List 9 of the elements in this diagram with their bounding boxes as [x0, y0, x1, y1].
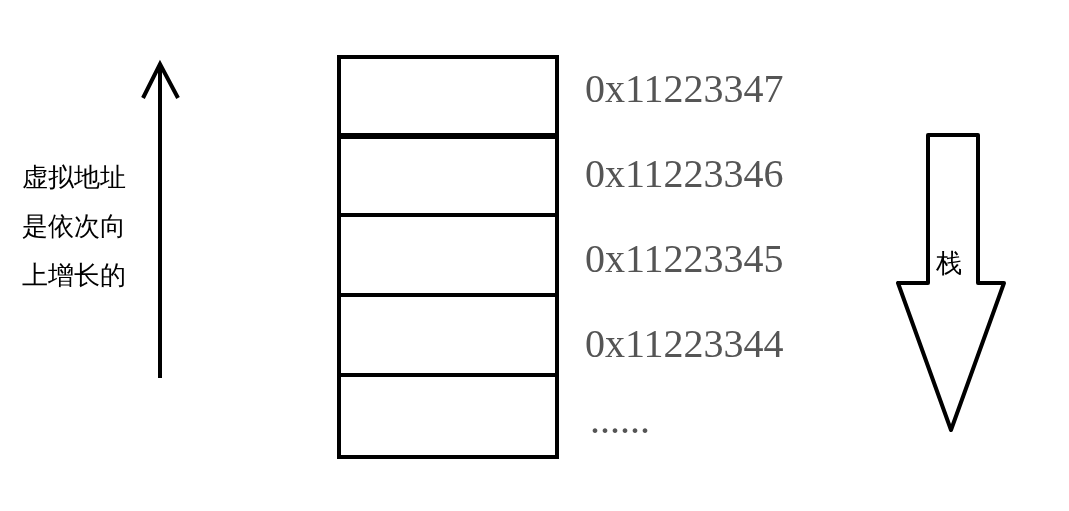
- address-label: 0x11223347: [585, 65, 784, 113]
- address-label: 0x11223346: [585, 150, 784, 198]
- axis-description: 虚拟地址是依次向上增长的: [22, 161, 127, 292]
- stack-arrow: [895, 130, 1007, 435]
- address-label: 0x11223344: [585, 320, 784, 368]
- address-label: 0x11223345: [585, 235, 784, 283]
- stack-label: 栈: [936, 248, 962, 278]
- ellipsis: ......: [590, 396, 650, 444]
- memory-cell: [337, 55, 559, 139]
